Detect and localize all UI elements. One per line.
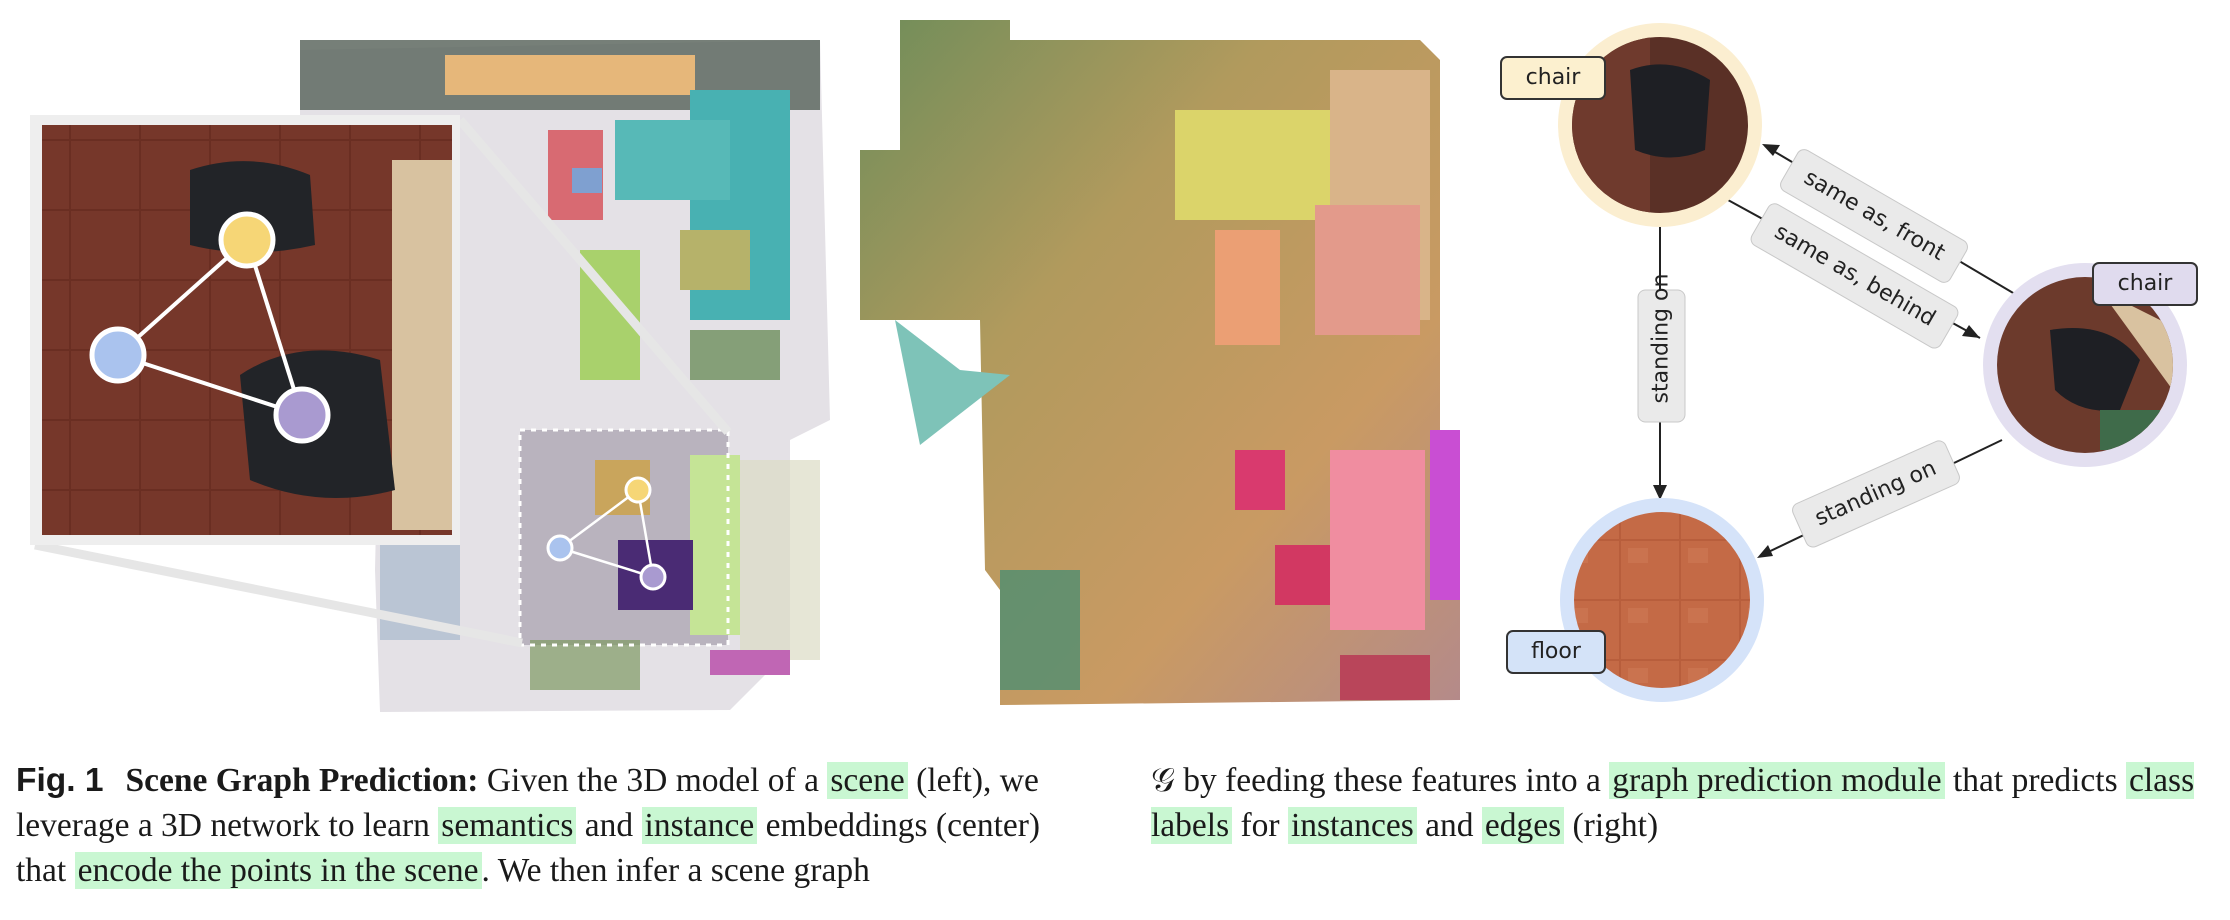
chair-right-thumbnail xyxy=(1997,277,2173,453)
chair-node-purple xyxy=(273,386,331,444)
highlight-edges: edges xyxy=(1481,807,1565,844)
caption-text: . We then infer a scene graph xyxy=(481,852,870,889)
highlight-encode-points: encode the points in the scene xyxy=(74,852,482,889)
caption-text: (left), we leverage a 3D network to lear… xyxy=(16,762,1039,844)
figure: chair chair floor same as, front same as… xyxy=(30,20,2198,712)
scene-graph xyxy=(1558,23,2187,702)
caption-text: embeddings (center) that xyxy=(16,807,1041,889)
chair-node-yellow xyxy=(218,211,276,269)
zoom-inset xyxy=(30,115,460,545)
figure-title: Scene Graph Prediction: xyxy=(125,762,479,799)
highlight-instance: instance xyxy=(641,807,758,844)
caption-text: and xyxy=(576,807,642,844)
highlight-graph-prediction-module: graph prediction module xyxy=(1609,762,1945,799)
caption-text: Given the 3D model of a xyxy=(478,762,828,799)
caption-left-column: Fig. 1 Scene Graph Prediction: Given the … xyxy=(16,758,1091,893)
embedding-visualization xyxy=(860,20,1460,705)
node-label-floor: floor xyxy=(1506,630,1606,674)
figure-number: Fig. 1 xyxy=(16,762,104,799)
floor-node-blue xyxy=(89,326,147,384)
caption-text: that predicts xyxy=(1944,762,2126,799)
highlight-scene: scene xyxy=(827,762,908,799)
figure-caption: Fig. 1 Scene Graph Prediction: Given the … xyxy=(16,758,2216,908)
highlight-instances: instances xyxy=(1287,807,1417,844)
caption-text: for xyxy=(1232,807,1288,844)
node-label-chair-top: chair xyxy=(1500,56,1606,100)
figure-art xyxy=(30,20,2187,712)
node-label-chair-right: chair xyxy=(2092,262,2198,306)
caption-right-column: 𝒢 by feeding these features into a graph… xyxy=(1151,758,2221,848)
caption-text: 𝒢 by feeding these features into a xyxy=(1151,762,1610,799)
highlight-semantics: semantics xyxy=(438,807,577,844)
edge-label-standing-on-vertical: standing on xyxy=(1637,274,1686,423)
caption-text: and xyxy=(1416,807,1482,844)
caption-text: (right) xyxy=(1564,807,1659,844)
